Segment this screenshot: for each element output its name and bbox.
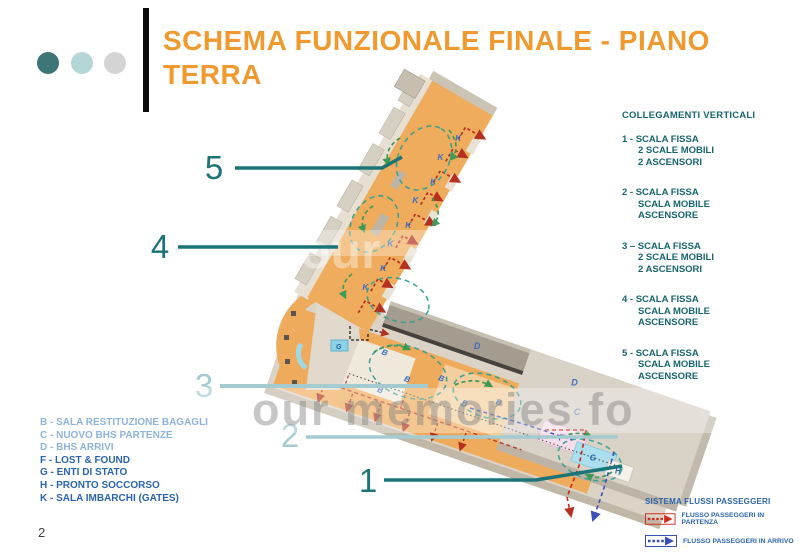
flow-legend-departure-row: FLUSSO PASSEGGERI IN PARTENZA <box>645 512 797 526</box>
plan-letter-k: K <box>362 282 369 292</box>
legend-item-g: G - ENTI DI STATO <box>40 467 128 479</box>
arrival-flow-arrow-icon <box>645 535 677 547</box>
page-number: 2 <box>38 525 46 540</box>
flow-legend-arrival-label: FLUSSO PASSEGGERI IN ARRIVO <box>683 537 794 545</box>
decor-dot-lightteal <box>71 52 93 74</box>
flows-legend: SISTEMA FLUSSI PASSEGGERI FLUSSO PASSEGG… <box>645 497 797 556</box>
plan-letter-g: G <box>590 454 596 463</box>
decor-dot-gray <box>104 52 126 74</box>
plan-letter-b: B <box>437 373 446 383</box>
title-divider-bar <box>143 8 149 112</box>
callout-5: 5 <box>205 149 223 186</box>
plan-letter-h: H <box>615 467 621 476</box>
flows-legend-title: SISTEMA FLUSSI PASSEGGERI <box>645 497 771 506</box>
state-bodies-box <box>330 339 349 352</box>
vertical-connections-panel: COLLEGAMENTI VERTICALI 1 - SCALA FISSA 2… <box>622 110 798 401</box>
terminal-upper-pier: K K K K K K K K <box>294 68 498 333</box>
terminal-lower-arm: B B B B B B B D D C F G H <box>264 285 717 530</box>
slide-title: SCHEMA FUNZIONALE FINALE - PIANO TERRA <box>163 24 793 92</box>
vertical-connection-item: 3 – SCALA FISSA 2 SCALE MOBILI 2 ASCENSO… <box>622 240 715 275</box>
plan-letter-b: B <box>494 397 503 407</box>
slide-title-line2: TERRA <box>163 59 262 90</box>
callout-4: 4 <box>151 228 169 265</box>
plan-letter-g: G <box>336 344 342 351</box>
plan-letter-k: K <box>437 152 444 162</box>
vertical-connections-title: COLLEGAMENTI VERTICALI <box>622 110 756 121</box>
internal-flow-arrows <box>338 129 613 482</box>
watermark-ghost-text: our <box>300 223 381 279</box>
callout-leaders <box>178 155 623 482</box>
plan-letter-k: K <box>455 133 462 143</box>
bhs-departures-slab <box>498 349 711 504</box>
legend-item-k: K - SALA IMBARCHI (GATES) <box>40 492 179 504</box>
decor-dot-teal <box>37 52 59 74</box>
first-aid-box <box>603 458 635 484</box>
plan-letter-b: B <box>381 347 390 357</box>
legend-item-h: H - PRONTO SOCCORSO <box>40 479 160 491</box>
plan-letter-k: K <box>412 195 419 205</box>
vertical-connection-item: 5 - SCALA FISSA SCALA MOBILE ASCENSORE <box>622 347 710 382</box>
callout-2: 2 <box>281 417 299 454</box>
watermark-band-upper <box>150 230 500 256</box>
plan-letter-k: K <box>405 220 412 230</box>
pier-floor <box>307 78 494 333</box>
circulation-nodes <box>348 125 623 482</box>
plan-letter-b: B <box>403 374 412 384</box>
legend-item-d: D - BHS ARRIVI <box>40 442 114 454</box>
plan-letter-b: B <box>376 385 385 395</box>
plan-letter-k: K <box>380 263 387 273</box>
legend-item-c: C - NUOVO BHS PARTENZE <box>40 429 173 441</box>
slide-title-line1: SCHEMA FUNZIONALE FINALE - PIANO <box>163 25 710 56</box>
plan-letter-c: C <box>574 407 581 417</box>
vertical-connection-item: 2 - SCALA FISSA SCALA MOBILE ASCENSORE <box>622 187 710 221</box>
legend-item-b: B - SALA RESTITUZIONE BAGAGLI <box>40 417 208 428</box>
callout-1: 1 <box>359 462 377 499</box>
vertical-connection-item: 1 - SCALA FISSA 2 SCALE MOBILI 2 ASCENSO… <box>622 133 715 168</box>
plan-letter-b: B <box>460 398 469 408</box>
flow-legend-departure-label: FLUSSO PASSEGGERI IN PARTENZA <box>681 512 765 526</box>
plan-letter-k: K <box>387 238 394 248</box>
vertical-connection-item: 4 - SCALA FISSA SCALA MOBILE ASCENSORE <box>622 294 710 328</box>
legend-item-f: F - LOST & FOUND <box>40 454 130 466</box>
flow-legend-arrival-row: FLUSSO PASSEGGERI IN ARRIVO <box>645 535 797 547</box>
plan-letter-k: K <box>430 176 437 186</box>
plan-letter-d: D <box>571 378 578 388</box>
rooms-legend: B - SALA RESTITUZIONE BAGAGLI C - NUOVO … <box>40 417 208 505</box>
departure-flow-arrow-icon <box>645 513 676 525</box>
plan-letter-d: D <box>474 341 481 351</box>
callout-3: 3 <box>195 367 213 404</box>
